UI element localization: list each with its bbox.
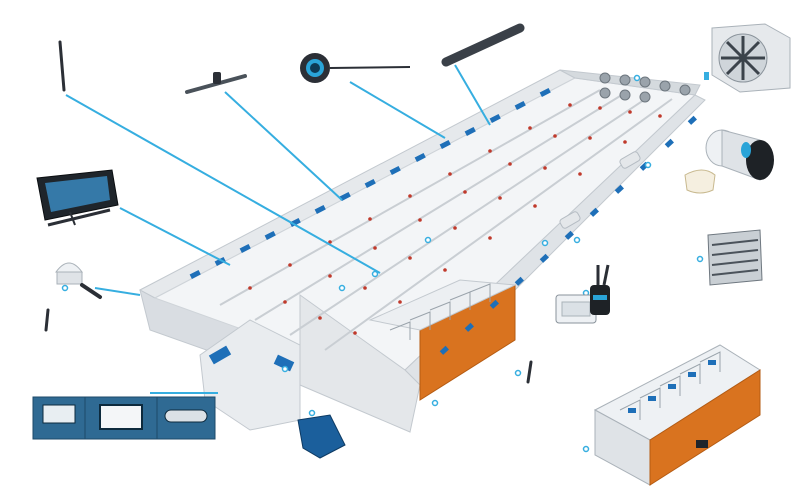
antenna-icon [58, 40, 66, 92]
humidity-sensor-icon [300, 53, 411, 83]
pad-room-partitions [389, 283, 491, 340]
cone-fan-icon [684, 129, 774, 194]
heater-tube-icon [441, 23, 525, 67]
feeder-pans [248, 103, 662, 335]
probe-icon [526, 360, 533, 384]
temperature-probe-icon [185, 72, 247, 94]
light-sensor-icon [44, 262, 102, 332]
air-inlet-box-icon [707, 229, 763, 286]
pressure-sensor-icon [297, 414, 346, 459]
side-heater-2 [619, 151, 641, 169]
side-heater [559, 211, 581, 229]
control-panel-icon [32, 396, 216, 440]
end-wall-fans [599, 72, 691, 103]
leader-lines [65, 64, 491, 394]
climate-computer-icon [36, 169, 119, 227]
dosing-unit-icon [555, 264, 610, 324]
cooling-pad-house-icon [593, 344, 761, 486]
main-poultry-house [138, 69, 706, 433]
side-inlets-left [189, 87, 551, 279]
tunnel-fan-icon [704, 23, 791, 93]
